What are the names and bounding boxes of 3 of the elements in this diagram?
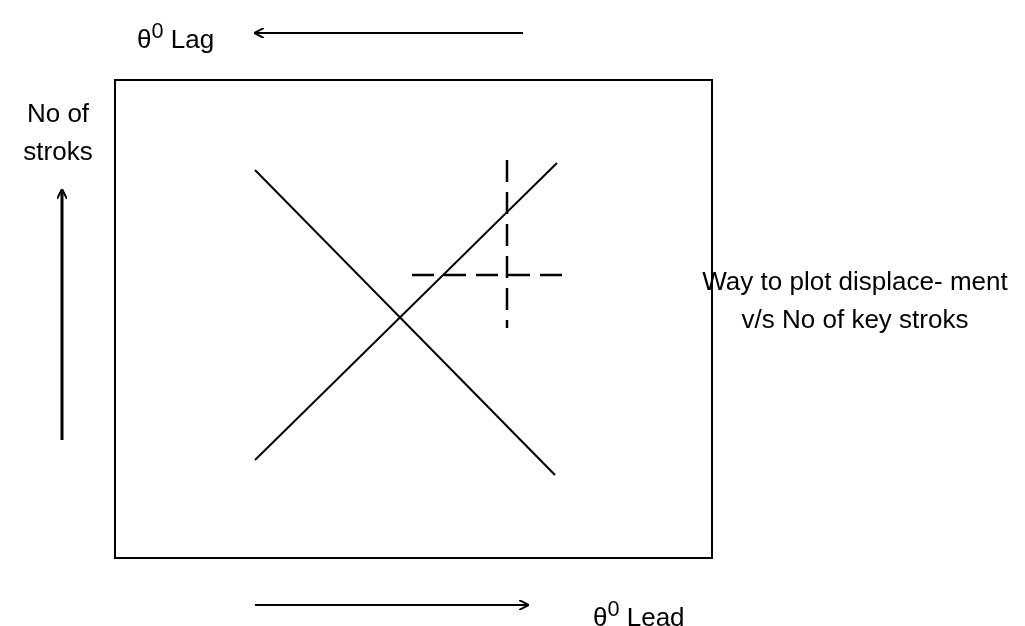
axis-label: No of stroks xyxy=(22,97,94,168)
axis-label: θ$^{0}$ Lag xyxy=(137,17,216,56)
axis-label: θ$^{0}$ Lead xyxy=(593,595,686,626)
